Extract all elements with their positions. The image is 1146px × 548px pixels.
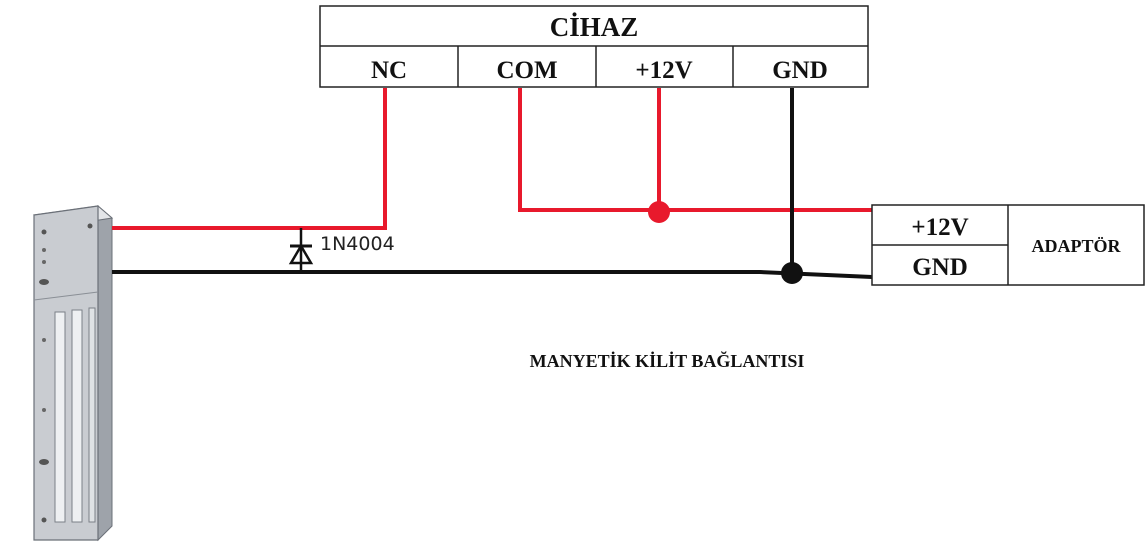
diagram-caption: MANYETİK KİLİT BAĞLANTISI — [530, 350, 805, 371]
junction-positive — [648, 201, 670, 223]
device-terminal-12v: +12V — [635, 57, 692, 84]
magnetic-lock-icon — [32, 204, 114, 542]
adapter-terminal-gnd: GND — [912, 254, 968, 281]
wire-lock-gnd — [112, 270, 873, 279]
junction-ground — [781, 262, 803, 284]
wire-com-adapter — [518, 88, 872, 212]
device-block: CİHAZ NC COM +12V GND — [319, 5, 869, 88]
wires — [112, 88, 873, 284]
device-terminal-gnd: GND — [772, 57, 828, 84]
adapter-block: +12V GND ADAPTÖR — [871, 204, 1145, 286]
adapter-terminal-12v: +12V — [911, 214, 968, 241]
device-terminal-nc: NC — [371, 57, 407, 84]
adapter-label: ADAPTÖR — [1032, 236, 1122, 256]
diode-icon — [288, 228, 314, 272]
device-terminal-com: COM — [496, 57, 557, 84]
diode-label: 1N4004 — [320, 233, 395, 255]
wire-nc-lock — [112, 88, 387, 230]
device-title: CİHAZ — [550, 12, 639, 42]
